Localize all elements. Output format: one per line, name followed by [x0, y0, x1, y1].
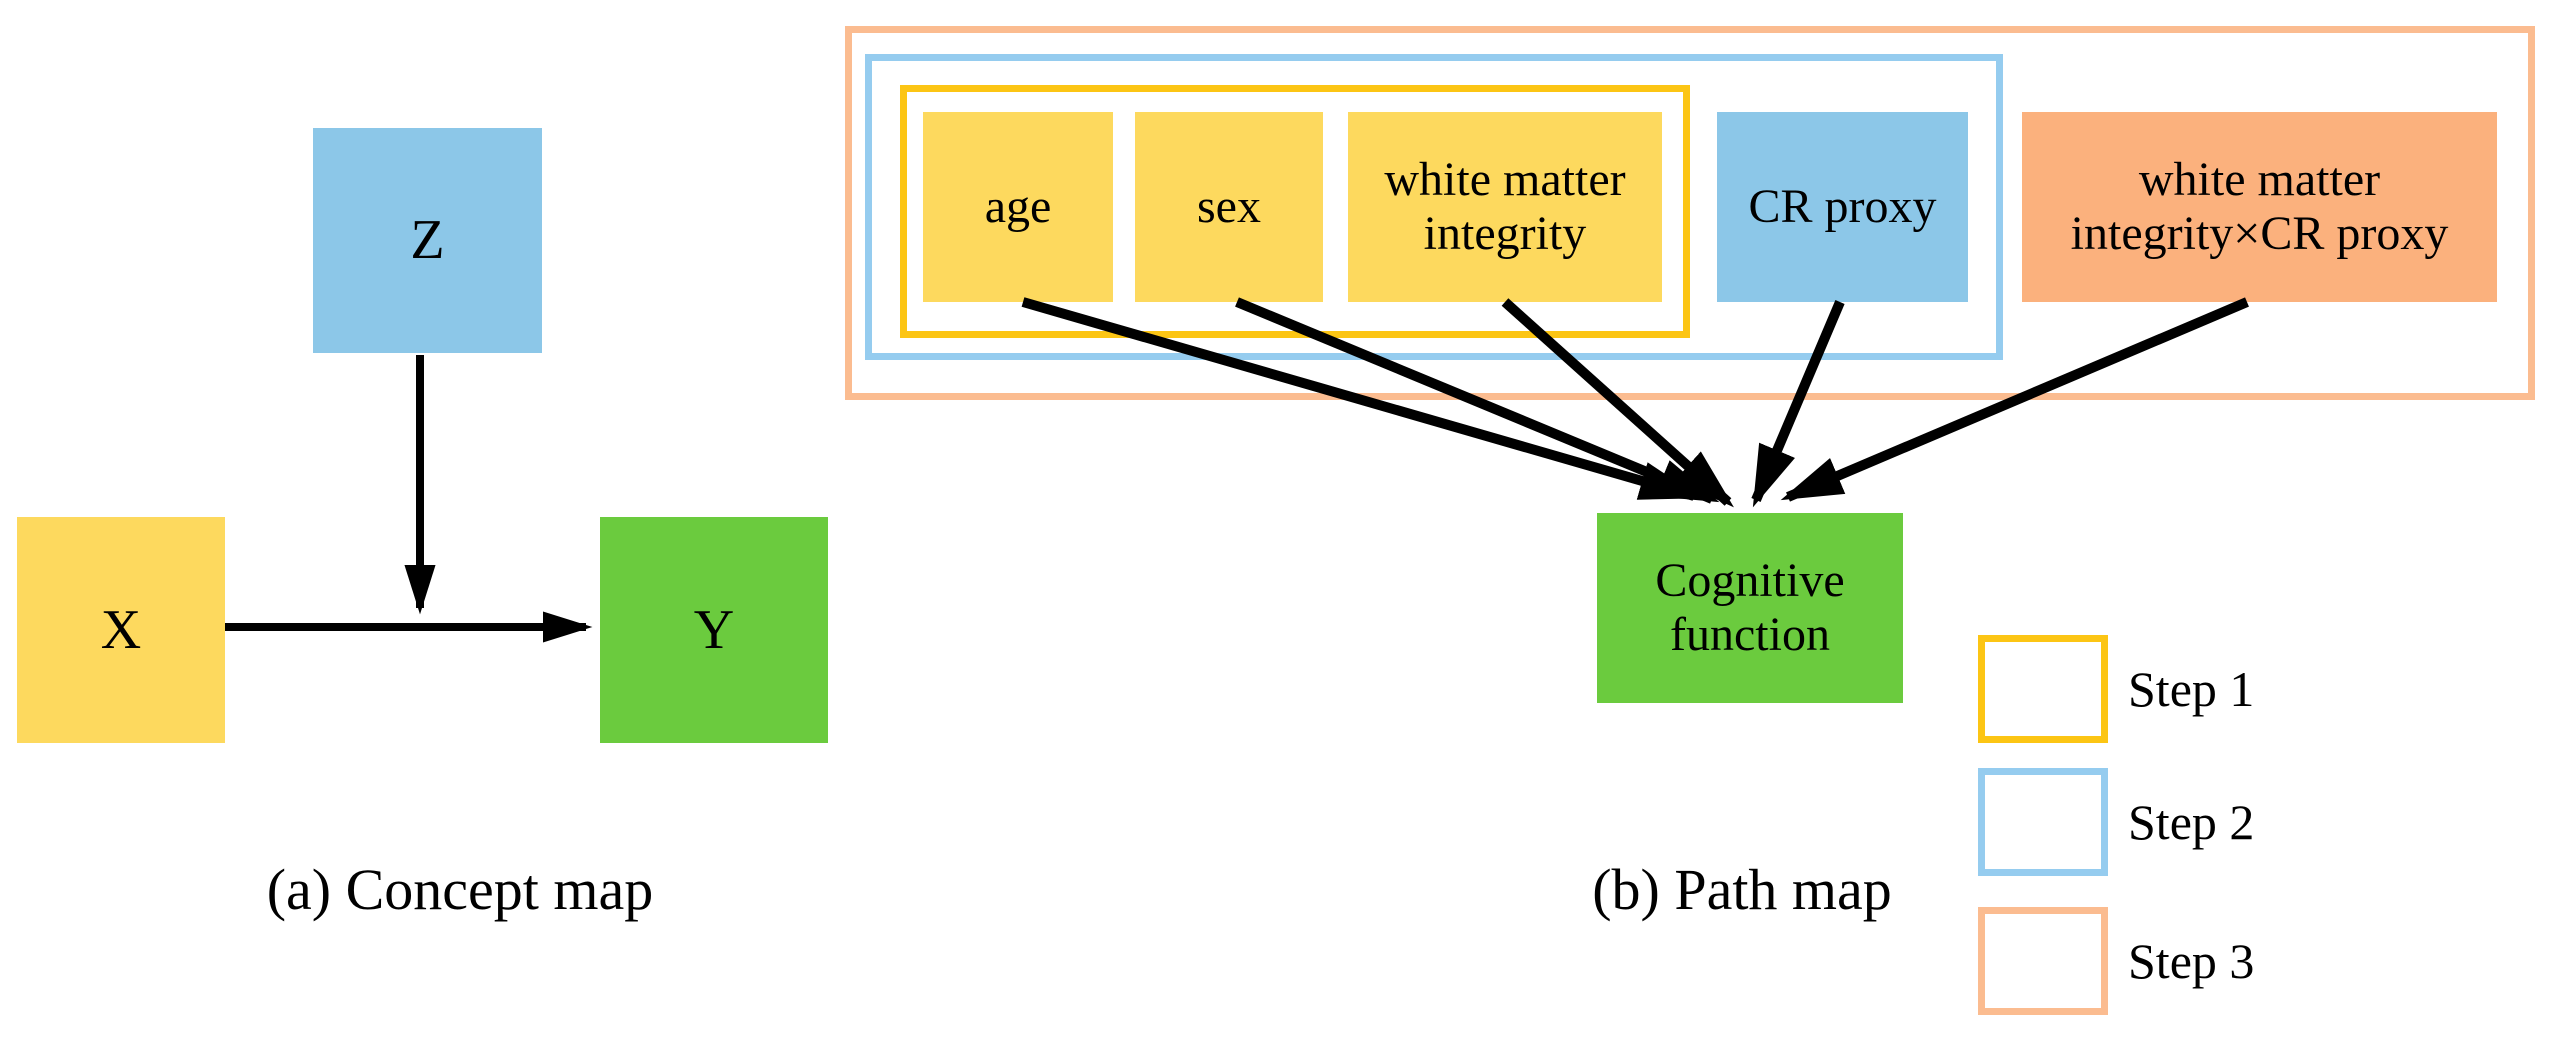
box-cognitive-function: Cognitive function [1597, 513, 1903, 703]
box-age: age [923, 112, 1113, 302]
box-wmi-x-cr-proxy: white matter integrity×CR proxy [2022, 112, 2497, 302]
legend-label-step1: Step 1 [2128, 661, 2255, 717]
legend-label-step2: Step 2 [2128, 794, 2255, 850]
node-z: Z [313, 128, 542, 353]
caption-path-map: (b) Path map [1592, 857, 1892, 922]
legend-swatch-step3 [1978, 907, 2108, 1015]
box-sex: sex [1135, 112, 1323, 302]
legend-swatch-step2 [1978, 768, 2108, 876]
legend-label-step3: Step 3 [2128, 933, 2255, 989]
box-white-matter-integrity: white matter integrity [1348, 112, 1662, 302]
caption-concept-map: (a) Concept map [266, 857, 654, 922]
legend-swatch-step1 [1978, 635, 2108, 743]
node-y: Y [600, 517, 828, 743]
box-cr-proxy: CR proxy [1717, 112, 1968, 302]
node-x: X [17, 517, 225, 743]
